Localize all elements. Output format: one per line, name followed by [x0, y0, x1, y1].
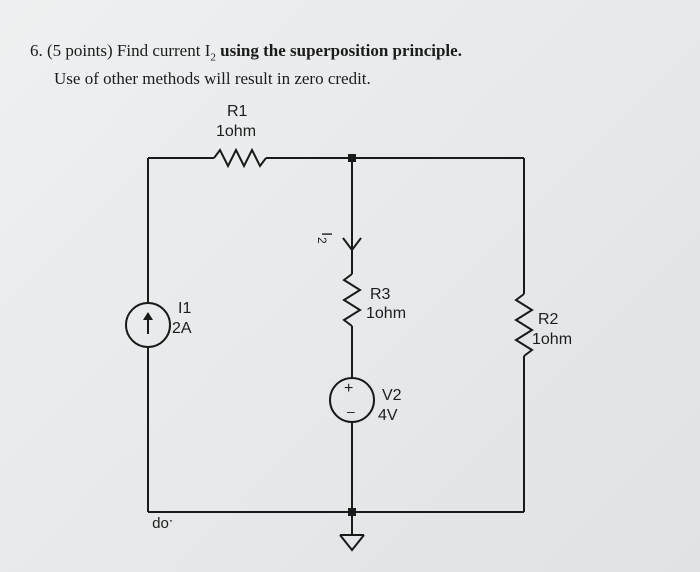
source-minus-sign: – [347, 403, 355, 419]
label-i2-group: I 2 [315, 232, 335, 244]
junction-bottom [348, 508, 356, 516]
label-op-group: .op [152, 516, 173, 533]
label-i2: I [318, 232, 335, 236]
problem-points: (5 points) [47, 41, 113, 60]
label-v2-value: 4V [378, 407, 398, 424]
label-i2-sub: 2 [315, 237, 329, 244]
label-r1-value: 1ohm [216, 123, 256, 140]
problem-line-2: Use of other methods will result in zero… [54, 69, 371, 89]
label-r1-name: R1 [227, 103, 248, 120]
resistor-r2 [514, 293, 534, 357]
problem-bold-tail: using the superposition principle. [220, 41, 462, 60]
label-r2-value: 1ohm [532, 331, 572, 348]
label-r2-name: R2 [538, 311, 559, 328]
source-arrow-head-icon [143, 312, 153, 320]
source-plus-sign: + [344, 380, 353, 397]
label-i1-name: I1 [178, 300, 191, 317]
label-r3-name: R3 [370, 286, 391, 303]
problem-number: 6. [30, 41, 43, 60]
resistor-r1 [213, 147, 267, 169]
problem-statement: 6. (5 points) Find current I2 using the … [30, 40, 670, 90]
problem-subscript: 2 [210, 51, 216, 64]
label-op: .op [152, 516, 173, 533]
circuit-wires [125, 147, 534, 552]
current-arrow-icon [342, 237, 362, 252]
label-i1-value: 2A [172, 320, 192, 337]
junction-top [348, 154, 356, 162]
label-r3-value: 1ohm [366, 305, 406, 322]
problem-line-1: 6. (5 points) Find current I2 using the … [30, 40, 670, 68]
resistor-r3 [342, 273, 362, 327]
label-v2-name: V2 [382, 387, 402, 404]
ground-icon [339, 534, 365, 552]
problem-find: Find current I [116, 41, 211, 60]
